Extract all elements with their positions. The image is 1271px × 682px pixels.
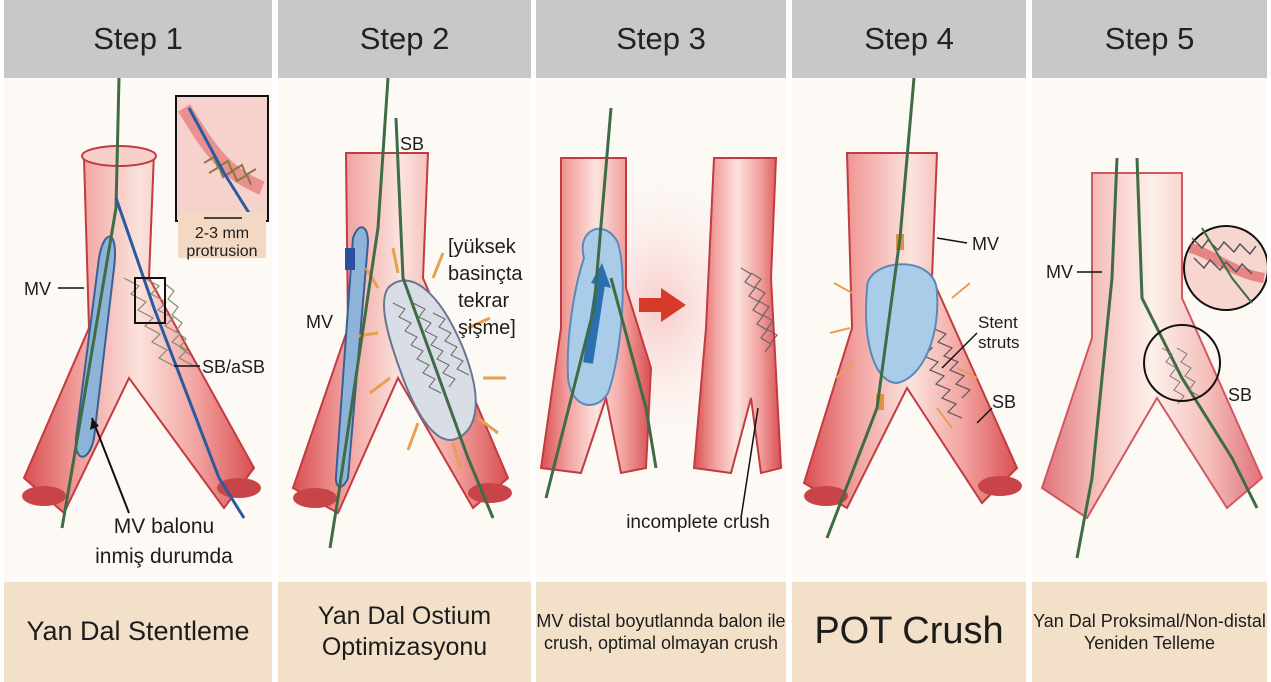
step-2-panel: Step 2 (278, 0, 531, 682)
inset-magnifier: 2-3 mm protrusion (176, 96, 268, 260)
step-1-illustration: 2-3 mm protrusion MV SB/aSB MV balonu in… (4, 78, 272, 582)
sb-label: SB (400, 134, 424, 154)
step-5-illustration: MV SB (1032, 78, 1267, 582)
balloon-pointer-arrow (92, 418, 129, 513)
step-1-caption: Yan Dal Stentleme (4, 582, 272, 682)
step-4-title: Step 4 (792, 0, 1026, 78)
step-1-panel: Step 1 (4, 0, 272, 682)
step-3-illustration: incomplete crush (536, 78, 786, 582)
step-3-panel: Step 3 (536, 0, 786, 682)
bifurcation-vessel (1042, 173, 1262, 518)
sb-label: SB (1228, 385, 1252, 405)
step-5-title: Step 5 (1032, 0, 1267, 78)
mv-label: MV (306, 312, 333, 332)
mv-marker (345, 248, 355, 270)
mv-leader-line (937, 238, 967, 243)
step-2-caption-line-2: Optimizasyonu (322, 632, 487, 663)
step-3-caption-line-2: crush, optimal olmayan crush (544, 632, 778, 655)
step-4-panel: Step 4 (792, 0, 1026, 682)
step-3-caption: MV distal boyutlannda balon ile crush, o… (536, 582, 786, 682)
step-2-illustration: SB MV [yüksek basinçta tekrar şişme] (278, 78, 531, 582)
step-4-caption: POT Crush (792, 582, 1026, 682)
step-1-title: Step 1 (4, 0, 272, 78)
step-4-illustration: MV Stent struts SB (792, 78, 1026, 582)
incomplete-crush-label: incomplete crush (626, 512, 770, 533)
step-3-caption-line-1: MV distal boyutlannda balon ile (536, 610, 785, 633)
step-5-panel: Step 5 (1032, 0, 1267, 682)
mv-label: MV (1046, 262, 1073, 282)
stent-label-line-2: struts (978, 333, 1020, 352)
inset-measure-label: 2-3 mm (195, 225, 249, 242)
sb-label: SB (992, 392, 1016, 412)
step-2-title: Step 2 (278, 0, 531, 78)
note-line-4: şişme] (458, 317, 516, 339)
mv-label: MV (24, 279, 51, 299)
step-3-title: Step 3 (536, 0, 786, 78)
step-2-caption-line-1: Yan Dal Ostium (318, 601, 491, 632)
step-5-caption-line-2: Yeniden Telleme (1084, 632, 1215, 655)
sb-asb-label: SB/aSB (202, 357, 265, 377)
mv-label: MV (972, 234, 999, 254)
balloon-note-line-1: MV balonu (114, 515, 214, 538)
step-5-caption-line-1: Yan Dal Proksimal/Non-distal (1033, 610, 1266, 633)
step-1-caption-line-1: Yan Dal Stentleme (26, 615, 249, 649)
note-line-1: [yüksek (448, 236, 517, 258)
note-line-3: tekrar (458, 290, 509, 312)
step-4-caption-line-1: POT Crush (814, 608, 1003, 656)
balloon-note-line-2: inmiş durumda (95, 545, 233, 568)
stent-label-line-1: Stent (978, 313, 1018, 332)
step-5-caption: Yan Dal Proksimal/Non-distal Yeniden Tel… (1032, 582, 1267, 682)
magnified-view (1184, 226, 1267, 310)
inset-desc-label: protrusion (186, 243, 257, 260)
step-2-caption: Yan Dal Ostium Optimizasyonu (278, 582, 531, 682)
note-line-2: basinçta (448, 263, 523, 285)
